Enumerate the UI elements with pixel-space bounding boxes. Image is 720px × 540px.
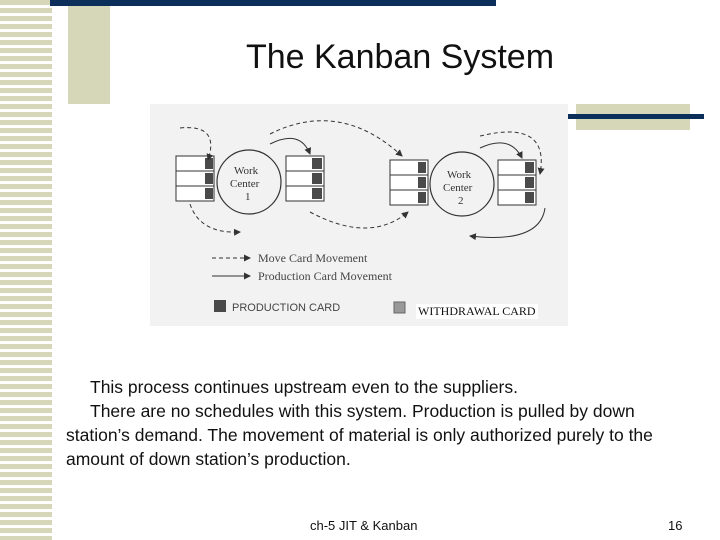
work-center-1-label: Work Center 1 bbox=[230, 165, 262, 203]
production-arc-2 bbox=[479, 142, 523, 159]
production-card-label: PRODUCTION CARD bbox=[232, 302, 340, 314]
paragraph-1: This process continues upstream even to … bbox=[90, 377, 518, 397]
move-arc-bottom bbox=[309, 211, 409, 229]
kanban-diagram-svg: Work Center 1 Work Center 2 Move Card Mo… bbox=[175, 120, 546, 314]
page-number: 16 bbox=[668, 518, 683, 533]
move-arc-lower-left bbox=[189, 203, 241, 236]
decorative-top-bar bbox=[50, 0, 496, 6]
wc1-line3: 1 bbox=[245, 191, 251, 203]
move-arc-middle bbox=[269, 120, 403, 157]
decorative-navy-bar bbox=[566, 114, 704, 119]
decorative-tan-block bbox=[68, 0, 110, 104]
wc2-line3: 2 bbox=[458, 195, 464, 207]
work-center-2-label: Work Center 2 bbox=[443, 169, 475, 207]
withdrawal-card-label: WITHDRAWAL CARD bbox=[416, 304, 538, 319]
legend-production-label: Production Card Movement bbox=[258, 269, 393, 283]
inbound-stack-1 bbox=[175, 155, 215, 202]
slide-title: The Kanban System bbox=[245, 38, 555, 76]
withdrawal-card-swatch bbox=[393, 301, 406, 314]
outbound-stack-2 bbox=[497, 159, 537, 206]
wc2-line2: Center bbox=[443, 182, 473, 194]
production-card-swatch bbox=[214, 300, 226, 312]
move-arc-right bbox=[479, 131, 545, 175]
paragraph-2: There are no schedules with this system.… bbox=[66, 401, 653, 469]
footer-text: ch-5 JIT & Kanban bbox=[310, 518, 418, 533]
decorative-stripes bbox=[0, 0, 52, 540]
move-arc-left bbox=[179, 127, 214, 161]
legend-move-label: Move Card Movement bbox=[258, 251, 368, 265]
production-arc-1 bbox=[269, 137, 312, 155]
outbound-stack-1 bbox=[285, 155, 325, 202]
kanban-diagram: Work Center 1 Work Center 2 Move Card Mo… bbox=[150, 104, 568, 326]
production-arc-3 bbox=[469, 207, 546, 241]
wc1-line2: Center bbox=[230, 178, 260, 190]
work-center-1-circle bbox=[216, 149, 282, 215]
body-text: This process continues upstream even to … bbox=[66, 375, 686, 471]
inbound-stack-2 bbox=[389, 159, 429, 206]
wc2-line1: Work bbox=[447, 169, 472, 181]
work-center-2-circle bbox=[429, 151, 495, 217]
wc1-line1: Work bbox=[234, 165, 259, 177]
